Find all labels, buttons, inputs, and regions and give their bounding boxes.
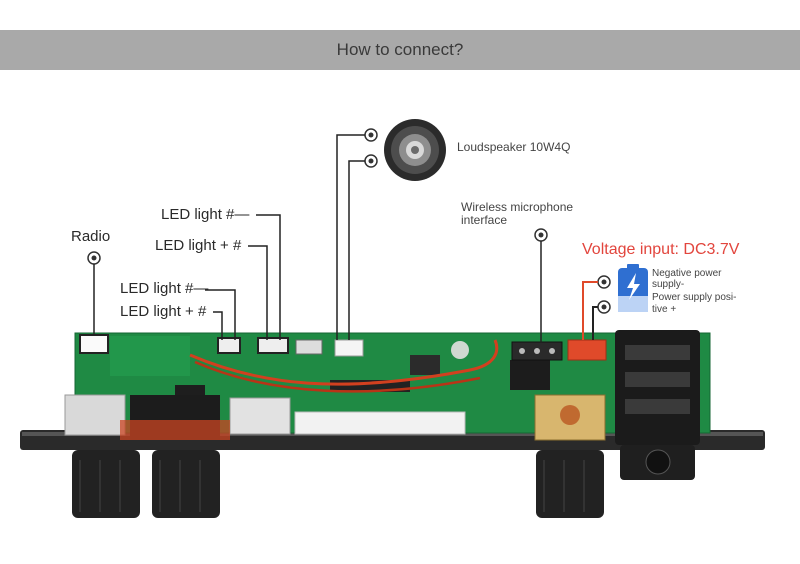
loudspeaker-icon bbox=[384, 119, 446, 181]
label-wireless-2: interface bbox=[461, 213, 508, 227]
led-connector-a bbox=[217, 337, 241, 354]
label-loudspeaker: Loudspeaker 10W4Q bbox=[457, 140, 571, 154]
knob-2 bbox=[152, 450, 220, 518]
label-negative-2: supply- bbox=[652, 279, 685, 290]
speaker-connector bbox=[334, 339, 364, 357]
header-bar: How to connect? bbox=[0, 30, 800, 70]
label-led-4: LED light + # bbox=[120, 303, 207, 320]
label-positive-2: tive + bbox=[652, 304, 677, 315]
label-positive: Power supply posi- bbox=[652, 292, 737, 303]
knob-1 bbox=[72, 450, 140, 518]
label-led-2: LED light + # bbox=[155, 237, 242, 254]
label-led-3: LED light #— bbox=[120, 280, 209, 297]
knob-3 bbox=[536, 450, 604, 518]
radio-connector bbox=[79, 334, 109, 354]
led-connector-b bbox=[257, 337, 289, 354]
label-negative: Negative power bbox=[652, 268, 722, 279]
label-voltage: Voltage input: DC3.7V bbox=[582, 241, 740, 258]
page-title: How to connect? bbox=[336, 40, 464, 59]
label-led-1: LED light #— bbox=[161, 206, 250, 223]
display-connector bbox=[294, 411, 466, 435]
label-wireless-1: Wireless microphone bbox=[461, 200, 574, 214]
power-connector bbox=[567, 339, 607, 361]
lightning-icon bbox=[627, 273, 640, 300]
label-radio: Radio bbox=[71, 228, 111, 245]
